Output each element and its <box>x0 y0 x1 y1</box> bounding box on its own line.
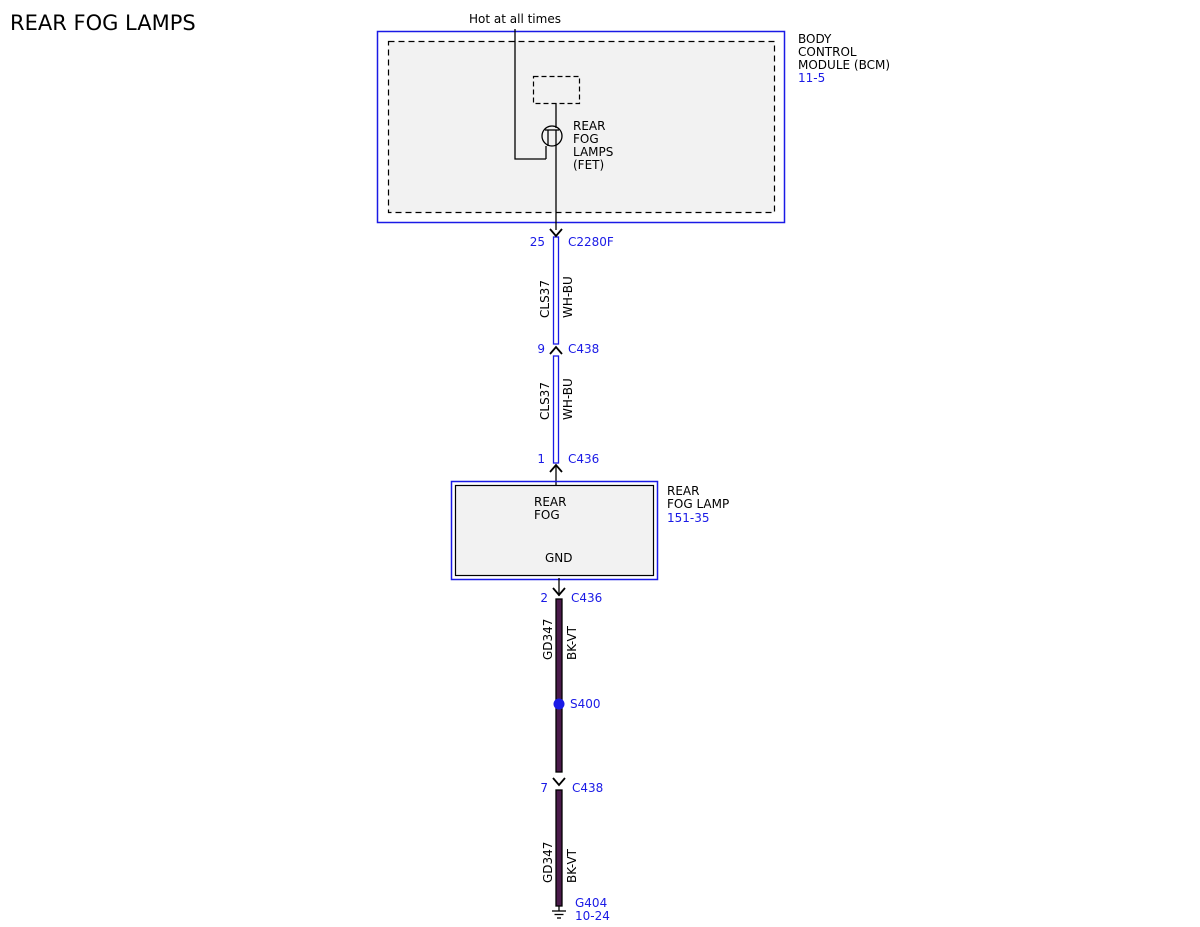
svg-text:BODY: BODY <box>798 32 832 46</box>
bcm-internal-boundary <box>387 40 776 214</box>
power-source-label: Hot at all times <box>469 12 561 26</box>
svg-text:REAR: REAR <box>573 119 605 133</box>
connector-4-name: C436 <box>571 591 602 605</box>
fet-label: REAR FOG LAMPS (FET) <box>573 119 613 172</box>
rear-fog-lamp-reference: 151-35 <box>667 511 710 525</box>
lamp-input-label-line1: REAR <box>534 495 566 509</box>
lamp-input-label-line2: FOG <box>534 508 560 522</box>
lamp-body <box>454 484 655 577</box>
wire-3-color: BK-VT <box>565 625 579 660</box>
bcm-module: REAR FOG LAMPS (FET) BODY CONTROL MODULE… <box>376 29 890 230</box>
lamp-outline <box>450 480 659 581</box>
rear-fog-lamp-label: REAR FOG LAMP 151-35 <box>667 484 729 525</box>
fet-transistor-icon <box>541 125 563 147</box>
connector-c438-upper-icon <box>549 345 563 355</box>
connector-c436-upper-icon <box>549 463 563 473</box>
wire-2-color: WH-BU <box>561 378 575 420</box>
connector-1-name: C2280F <box>568 235 614 249</box>
splice-s400-dot <box>553 698 565 710</box>
bcm-label: BODY CONTROL MODULE (BCM) 11-5 <box>798 32 890 85</box>
connector-c436-lower-icon <box>552 587 566 597</box>
wire-4-circuit: GD347 <box>541 842 555 883</box>
rear-fog-lamp-component: REAR FOG GND <box>450 480 659 581</box>
connector-c438-lower-icon <box>552 777 566 787</box>
wire-1-color: WH-BU <box>561 276 575 318</box>
svg-text:CONTROL: CONTROL <box>798 45 857 59</box>
wire-2-circuit: CLS37 <box>538 382 552 420</box>
connector-2-name: C438 <box>568 342 599 356</box>
connector-c2280f-icon <box>549 228 563 238</box>
connector-5-pin: 7 <box>540 781 548 795</box>
wire-segment-2 <box>552 355 560 464</box>
svg-text:MODULE (BCM): MODULE (BCM) <box>798 58 890 72</box>
svg-text:FOG: FOG <box>573 132 599 146</box>
wire-4-color: BK-VT <box>565 848 579 883</box>
svg-text:LAMPS: LAMPS <box>573 145 613 159</box>
svg-text:FOG LAMP: FOG LAMP <box>667 497 729 511</box>
svg-text:(FET): (FET) <box>573 158 604 172</box>
wire-1-circuit: CLS37 <box>538 280 552 318</box>
svg-text:REAR: REAR <box>667 484 699 498</box>
wire-segment-1 <box>552 236 560 345</box>
wire-segment-3 <box>555 598 563 773</box>
ground-reference: 10-24 <box>575 909 610 923</box>
page-title: REAR FOG LAMPS <box>10 11 196 35</box>
splice-name: S400 <box>570 697 601 711</box>
wire-3-circuit: GD347 <box>541 619 555 660</box>
ground-icon <box>552 906 566 919</box>
bcm-reference: 11-5 <box>798 71 825 85</box>
bcm-outline <box>376 30 786 224</box>
connector-4-pin: 2 <box>540 591 548 605</box>
connector-3-name: C436 <box>568 452 599 466</box>
ground-name: G404 <box>575 896 607 910</box>
connector-1-pin: 25 <box>530 235 545 249</box>
power-feed-wire <box>514 29 546 160</box>
connector-2-pin: 9 <box>537 342 545 356</box>
connector-5-name: C438 <box>572 781 603 795</box>
connector-3-pin: 1 <box>537 452 545 466</box>
lamp-ground-label: GND <box>545 551 573 565</box>
wire-segment-4 <box>555 789 563 907</box>
